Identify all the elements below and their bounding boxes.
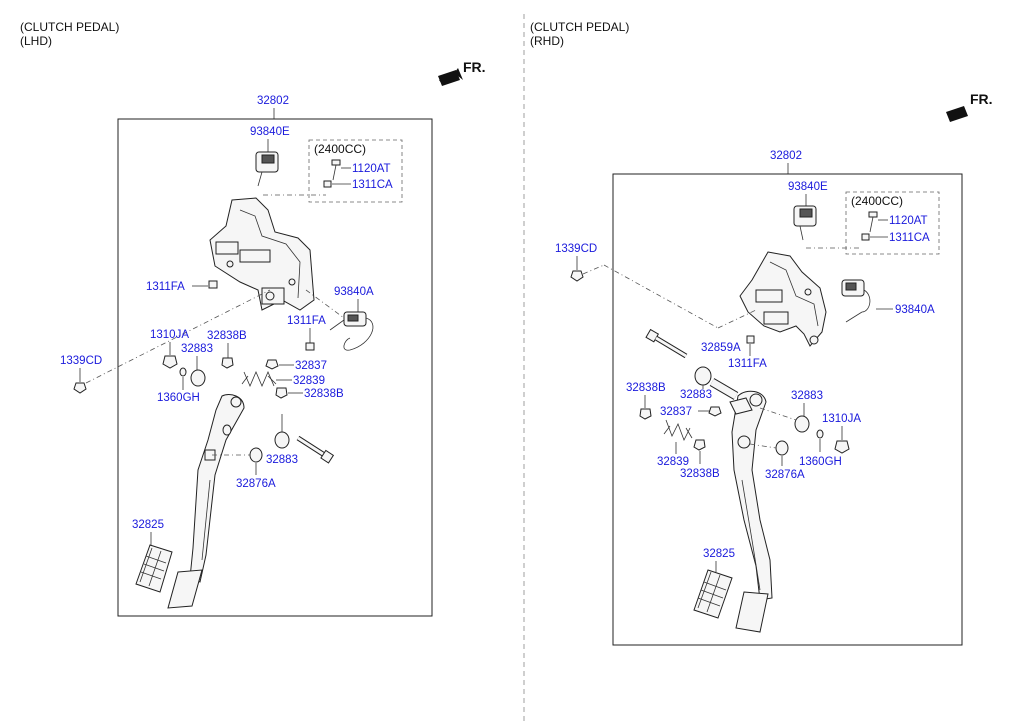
rhd-label-32825: 32825 — [703, 548, 735, 560]
rhd-label-93840E: 93840E — [788, 181, 828, 193]
rhd-pedal-pad-32825-icon — [693, 569, 733, 619]
lhd-label-93840E: 93840E — [250, 126, 290, 138]
lhd-spring-32839-icon — [241, 370, 277, 388]
rhd-label-1311CA: 1311CA — [889, 232, 930, 244]
rhd-label-32837: 32837 — [660, 406, 692, 418]
lhd-label-32839: 32839 — [293, 375, 325, 387]
lhd-clutch-pedal-arm-icon — [189, 394, 245, 583]
rhd-nut-32838B-b-icon — [693, 439, 706, 451]
lhd-label-32838B-b: 32838B — [304, 388, 344, 400]
lhd-option-label: (2400CC) — [314, 142, 366, 156]
rhd-nut-1311CA-icon — [861, 233, 870, 241]
lhd-label-1120AT: 1120AT — [352, 163, 391, 175]
rhd-bushing-32883-a-icon — [694, 366, 712, 386]
rhd-label-1360GH: 1360GH — [799, 456, 842, 468]
rhd-clutch-switch-lower-icon — [841, 279, 871, 323]
rhd-nut-1339CD-icon — [570, 270, 584, 282]
lhd-label-32825: 32825 — [132, 519, 164, 531]
lhd-label-32838B-a: 32838B — [207, 330, 247, 342]
rhd-clutch-pedal-arm-icon — [729, 390, 773, 601]
lhd-assembly-frame — [117, 118, 433, 617]
lhd-front-arrow-icon — [438, 68, 463, 86]
rhd-pedal-bracket-icon — [739, 251, 827, 347]
rhd-bolt-1120AT-icon — [868, 211, 878, 233]
rhd-front-arrow-icon — [946, 106, 968, 122]
lhd-label-32837: 32837 — [295, 360, 327, 372]
lhd-bushing-32883-b-icon — [274, 431, 290, 449]
lhd-label-32876A: 32876A — [236, 478, 276, 490]
lhd-nut-1311FA-a-icon — [208, 280, 218, 289]
rhd-bushing-32883-b-icon — [794, 415, 810, 433]
rhd-option-label: (2400CC) — [851, 194, 903, 208]
rhd-nut-32837-icon — [708, 406, 722, 417]
lhd-label-1360GH: 1360GH — [157, 392, 200, 404]
lhd-nut-32837-icon — [265, 359, 279, 370]
lhd-front-label: FR. — [463, 59, 486, 75]
lhd-bolt-1120AT-icon — [331, 159, 341, 181]
lhd-clutch-switch-upper-icon — [255, 151, 279, 187]
rhd-label-1120AT: 1120AT — [889, 215, 928, 227]
rhd-label-1339CD: 1339CD — [555, 243, 597, 255]
lhd-washer-1360GH-icon — [179, 367, 187, 377]
rhd-spring-32839-icon — [663, 419, 693, 441]
lhd-bushing-32876A-icon — [249, 447, 263, 463]
rhd-header-title: (CLUTCH PEDAL) — [530, 20, 629, 34]
lhd-label-1311FA-b: 1311FA — [287, 315, 326, 327]
lhd-header-subtitle: (LHD) — [20, 34, 52, 48]
rhd-assembly-label: 32802 — [770, 150, 802, 162]
rhd-label-93840A: 93840A — [895, 304, 935, 316]
lhd-label-32883-a: 32883 — [181, 343, 213, 355]
rhd-assembly-frame — [612, 173, 963, 646]
lhd-nut-32838B-a-icon — [221, 357, 234, 369]
lhd-nut-32838B-b-icon — [275, 387, 288, 399]
lhd-label-93840A: 93840A — [334, 286, 374, 298]
rhd-bushing-32876A-icon — [775, 440, 789, 456]
lhd-clutch-switch-lower-icon — [329, 311, 374, 351]
lhd-pedal-pad-32825-icon — [135, 544, 173, 593]
rhd-label-32883-b: 32883 — [791, 390, 823, 402]
rhd-header-subtitle: (RHD) — [530, 34, 564, 48]
lhd-nut-1311FA-b-icon — [305, 342, 315, 351]
lhd-nut-1310JA-icon — [162, 355, 178, 369]
rhd-front-label: FR. — [970, 91, 993, 107]
lhd-label-1310JA: 1310JA — [150, 329, 189, 341]
rhd-pivot-sleeve-32859A-icon — [709, 378, 739, 400]
rhd-label-32859A: 32859A — [701, 342, 741, 354]
rhd-label-32838B-a: 32838B — [626, 382, 666, 394]
lhd-label-1311CA: 1311CA — [352, 179, 393, 191]
lhd-nut-1339CD-icon — [73, 382, 87, 394]
lhd-assembly-label: 32802 — [257, 95, 289, 107]
rhd-washer-1360GH-icon — [816, 429, 824, 439]
lhd-pedal-bracket-icon — [209, 197, 315, 311]
lhd-header-title: (CLUTCH PEDAL) — [20, 20, 119, 34]
lhd-bushing-32883-a-icon — [190, 369, 206, 387]
rhd-pivot-bolt-icon — [645, 328, 688, 359]
rhd-clutch-switch-upper-icon — [793, 205, 817, 241]
lhd-nut-1311CA-icon — [323, 180, 332, 188]
lhd-pivot-bolt-icon — [296, 435, 335, 464]
lhd-label-32883-b: 32883 — [266, 454, 298, 466]
rhd-nut-32838B-a-icon — [639, 408, 652, 420]
rhd-clutch-pad-icon — [735, 591, 769, 633]
rhd-nut-1310JA-icon — [834, 440, 850, 454]
rhd-label-1311FA: 1311FA — [728, 358, 767, 370]
lhd-label-1339CD: 1339CD — [60, 355, 102, 367]
lhd-label-1311FA-a: 1311FA — [146, 281, 185, 293]
rhd-label-32839: 32839 — [657, 456, 689, 468]
rhd-label-32876A: 32876A — [765, 469, 805, 481]
rhd-label-32838B-b: 32838B — [680, 468, 720, 480]
lhd-clutch-pad-icon — [167, 569, 203, 609]
rhd-label-32883-a: 32883 — [680, 389, 712, 401]
rhd-nut-1311FA-icon — [746, 335, 755, 344]
rhd-label-1310JA: 1310JA — [822, 413, 861, 425]
